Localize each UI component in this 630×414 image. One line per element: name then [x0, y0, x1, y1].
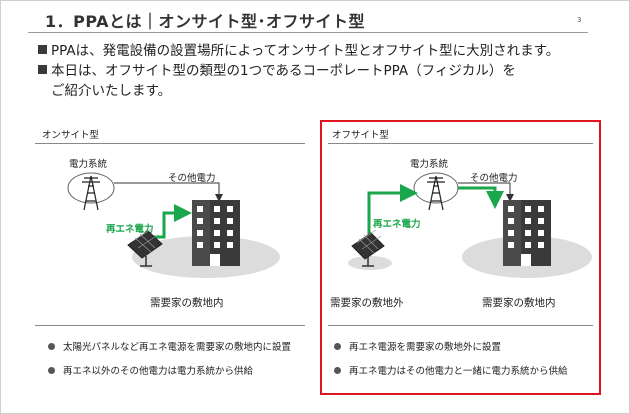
offsite-solar-panel-icon — [351, 229, 385, 267]
offsite-renewable-arrow-to-grid — [367, 184, 418, 240]
onsite-notes-rule — [35, 325, 305, 326]
onsite-heading: オンサイト型 — [42, 130, 100, 141]
onsite-site-label: 需要家の敷地内 — [150, 297, 224, 309]
onsite-other-power-arrow — [114, 182, 223, 202]
onsite-note-1: 太陽光パネルなど再エネ電源を需要家の敷地内に設置 — [48, 339, 291, 353]
onsite-note-2: 再エネ以外のその他電力は電力系統から供給 — [48, 363, 253, 377]
offsite-other-power-arrow — [458, 182, 514, 202]
offsite-note-1: 再エネ電源を需要家の敷地外に設置 — [334, 339, 501, 353]
bullet-dot-icon — [48, 343, 55, 350]
onsite-grid-label: 電力系統 — [69, 159, 108, 170]
offsite-building-icon — [503, 200, 551, 266]
offsite-notes-rule — [328, 325, 593, 326]
bullet-dot-icon — [334, 343, 341, 350]
onsite-other-power-label: その他電力 — [168, 173, 216, 184]
bullet-dot-icon — [334, 367, 341, 374]
square-bullet-icon — [38, 65, 47, 74]
title-underline — [28, 32, 588, 33]
offsite-heading: オフサイト型 — [332, 130, 390, 141]
offsite-heading-rule — [328, 143, 593, 144]
onsite-solar-panel-icon — [127, 227, 163, 267]
offsite-renewable-arrow-to-building — [458, 186, 504, 209]
offsite-other-power-label: その他電力 — [470, 173, 518, 184]
slide-title: 1．PPAとは｜オンサイト型･オフサイト型 — [45, 12, 366, 31]
intro-bullet-1: PPAは、発電設備の設置場所によってオンサイト型とオフサイト型に大別されます。 — [38, 39, 559, 59]
square-bullet-icon — [38, 45, 47, 54]
intro-bullet-2: 本日は、オフサイト型の類型の1つであるコーポレートPPA（フィジカル）を — [38, 59, 516, 79]
onsite-building-icon — [192, 200, 240, 266]
offsite-remote-ground — [348, 256, 392, 270]
offsite-highlight-box — [320, 120, 601, 395]
offsite-site-label: 需要家の敷地内 — [482, 297, 556, 309]
intro-bullet-2-continued: ご紹介いたします。 — [51, 83, 172, 99]
onsite-renewable-arrow — [147, 204, 192, 239]
page-number: 3 — [577, 16, 582, 24]
offsite-remote-site-label: 需要家の敷地外 — [330, 297, 404, 309]
offsite-grid-label: 電力系統 — [410, 159, 449, 170]
bullet-dot-icon — [48, 367, 55, 374]
onsite-heading-rule — [35, 143, 305, 144]
offsite-renewable-label: 再エネ電力 — [373, 219, 421, 230]
offsite-note-2: 再エネ電力はその他電力と一緒に電力系統から供給 — [334, 363, 568, 377]
onsite-power-tower-icon — [67, 172, 115, 211]
onsite-renewable-label: 再エネ電力 — [106, 224, 154, 235]
offsite-power-tower-icon — [413, 172, 459, 211]
